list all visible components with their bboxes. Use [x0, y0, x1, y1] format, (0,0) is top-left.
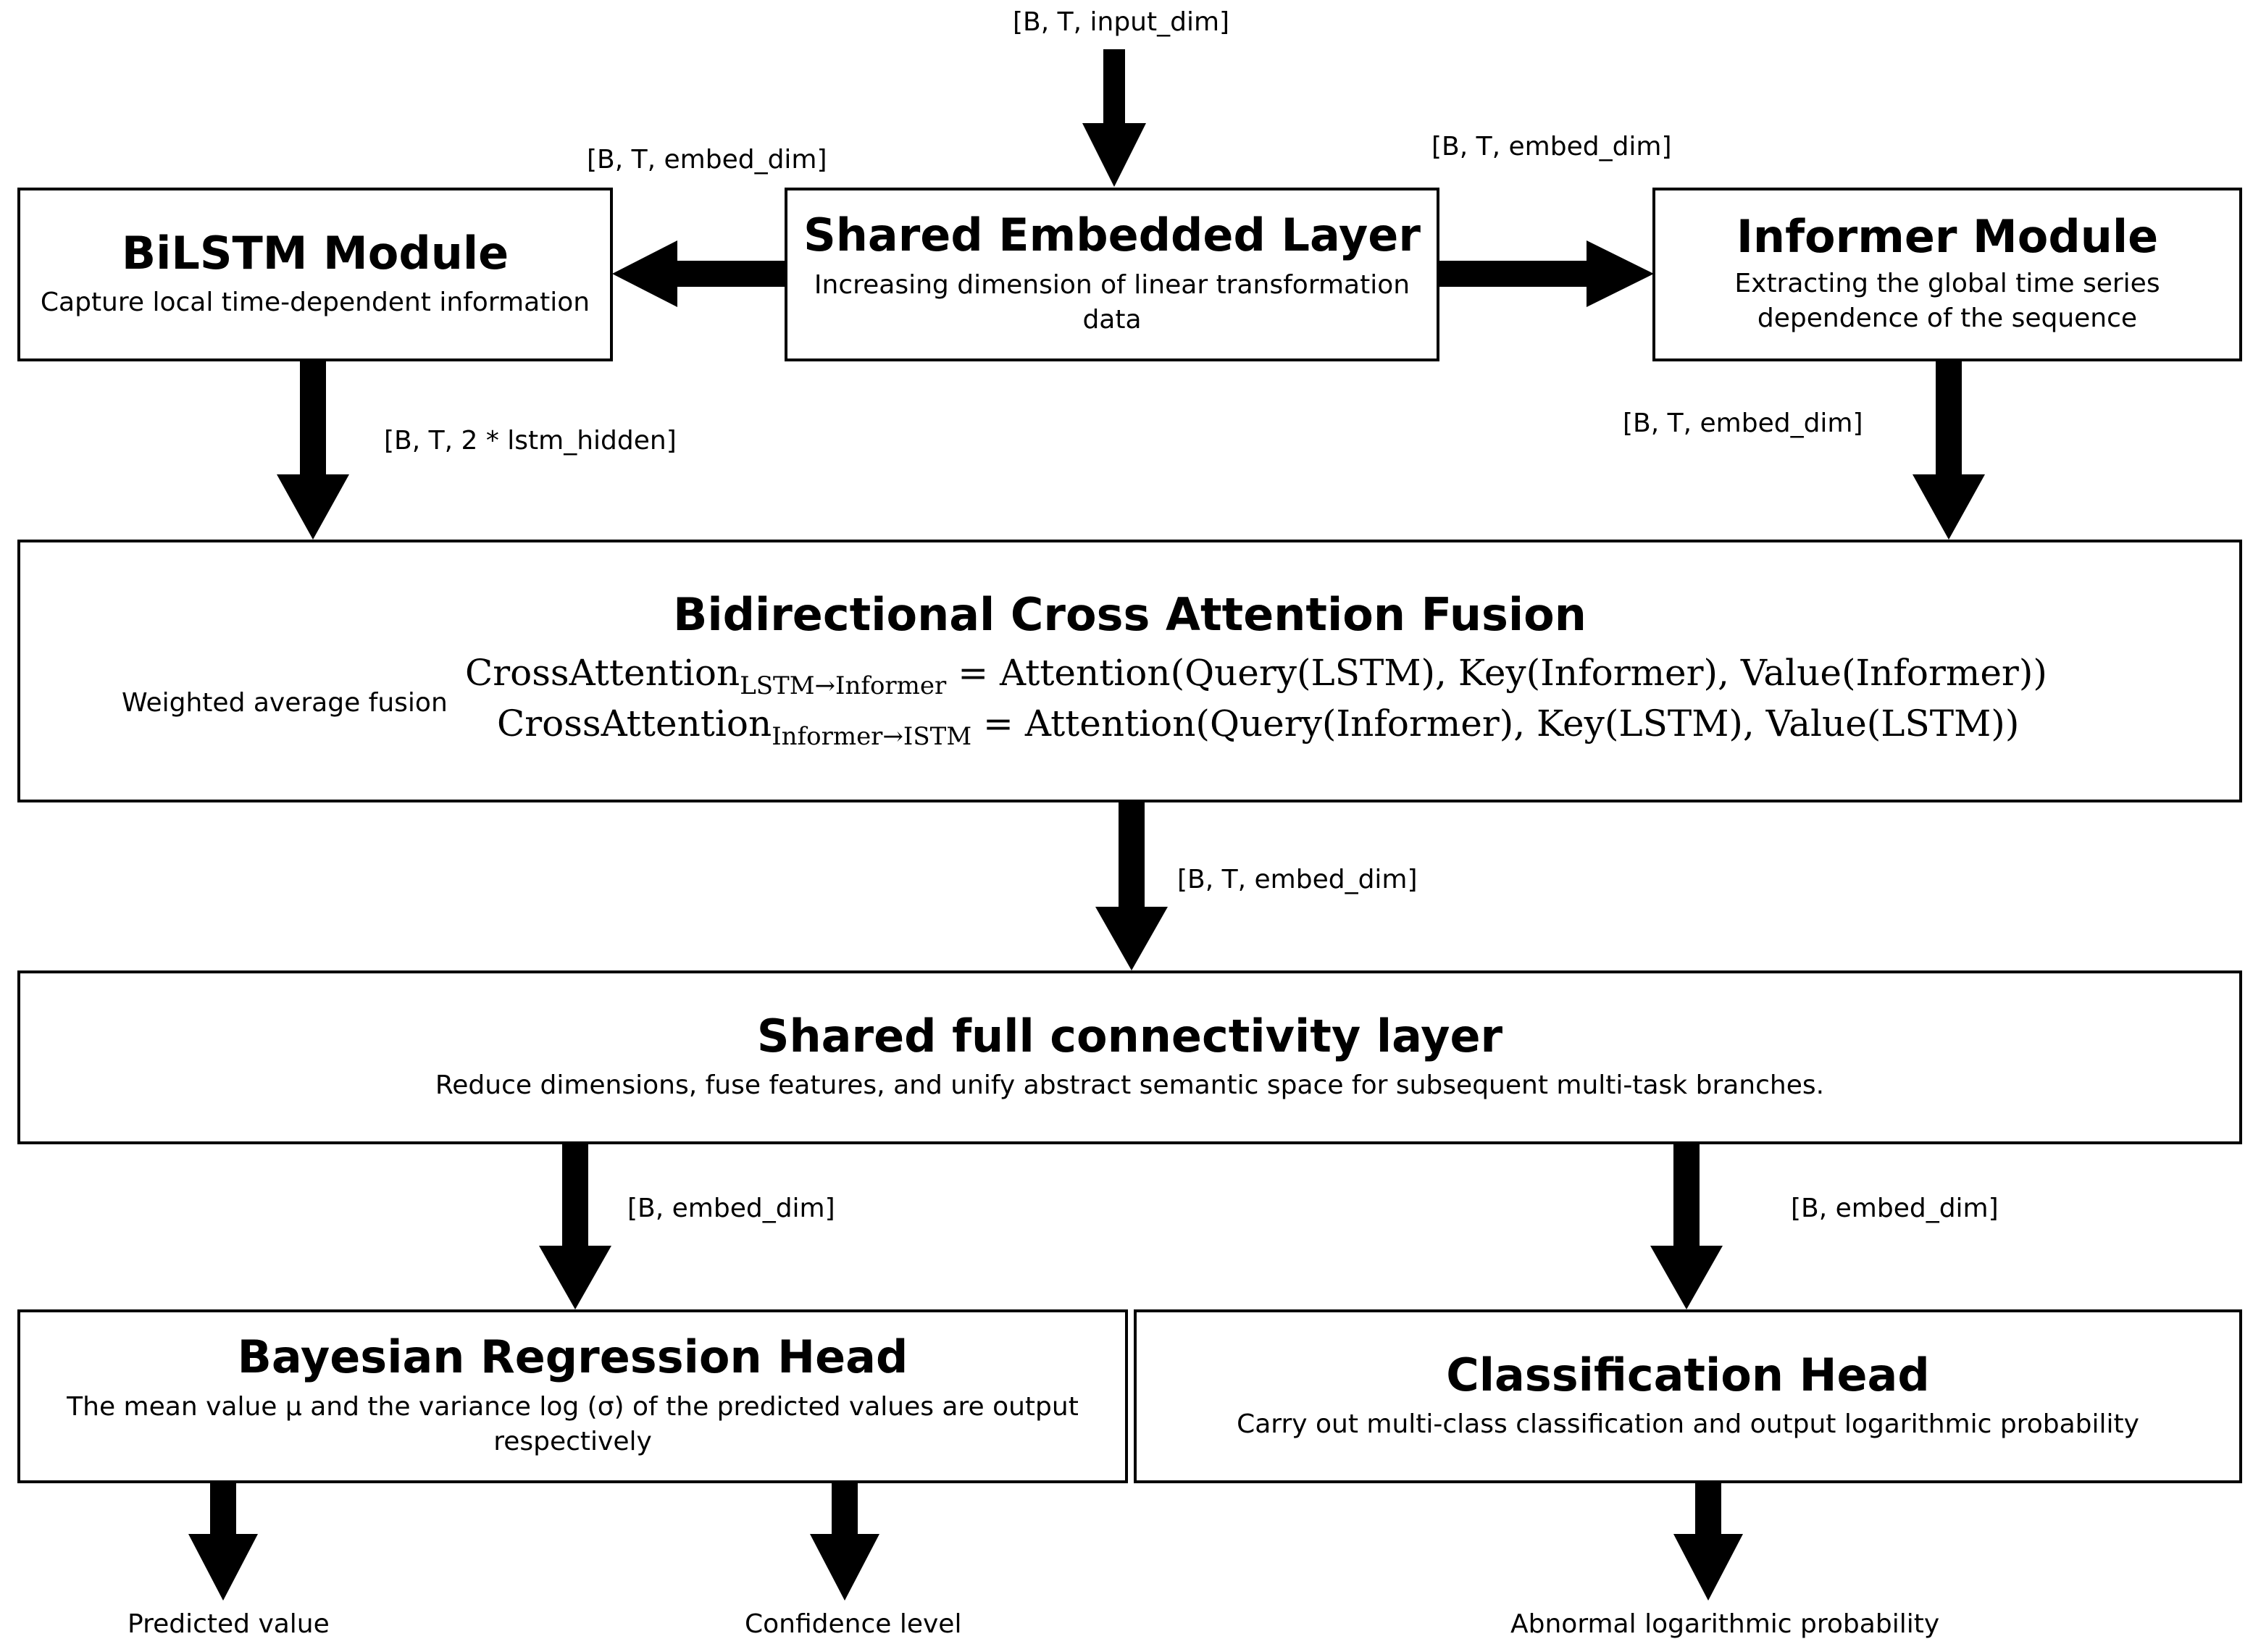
arrow-embedded-to-bilstm: [612, 240, 786, 307]
arrow-regression-to-confidence: [810, 1480, 879, 1601]
classification-head-title: Classification Head: [1446, 1348, 1930, 1401]
shared-fc-layer-subtitle: Reduce dimensions, fuse features, and un…: [435, 1070, 1825, 1100]
equation-lstm-to-informer: CrossAttentionLSTM→Informer = Attention(…: [465, 652, 2047, 700]
fc-to-classification-shape-label: [B, embed_dim]: [1791, 1194, 1999, 1223]
informer-module-title: Informer Module: [1736, 210, 2159, 264]
fusion-title: Bidirectional Cross Attention Fusion: [673, 588, 1587, 641]
arrow-embedded-to-informer: [1439, 240, 1654, 307]
bilstm-module-box: BiLSTM Module Capture local time-depende…: [17, 188, 613, 361]
arrow-classification-to-output: [1673, 1480, 1743, 1601]
regression-head-title: Bayesian Regression Head: [237, 1330, 908, 1384]
arrow-fusion-to-shared-fc: [1095, 801, 1168, 970]
fusion-box: Bidirectional Cross Attention Fusion: [17, 540, 2242, 802]
informer-output-shape-label: [B, T, embed_dim]: [1623, 408, 1863, 438]
fusion-side-label: Weighted average fusion: [122, 688, 448, 718]
bilstm-module-title: BiLSTM Module: [121, 226, 509, 280]
input-shape-label: [B, T, input_dim]: [1013, 7, 1230, 37]
shared-fc-layer-title: Shared full connectivity layer: [756, 1009, 1503, 1062]
regression-head-box: Bayesian Regression Head The mean value …: [17, 1309, 1128, 1483]
equation-2-rhs: = Attention(Query(Informer), Key(LSTM), …: [983, 703, 2020, 745]
abnormal-log-probability-label: Abnormal logarithmic probability: [1510, 1609, 1940, 1639]
fusion-output-shape-label: [B, T, embed_dim]: [1177, 865, 1418, 894]
embedded-to-informer-shape-label: [B, T, embed_dim]: [1431, 132, 1672, 162]
bilstm-module-subtitle: Capture local time-dependent information: [40, 287, 590, 317]
fc-to-regression-shape-label: [B, embed_dim]: [627, 1194, 835, 1223]
arrow-shared-fc-to-regression: [539, 1143, 611, 1309]
classification-head-box: Classification Head Carry out multi-clas…: [1134, 1309, 2242, 1483]
confidence-level-label: Confidence level: [745, 1609, 962, 1639]
arrow-regression-to-predicted: [188, 1480, 258, 1601]
regression-head-subtitle: The mean value μ and the variance log (σ…: [67, 1391, 1079, 1457]
shared-embedded-layer-subtitle: Increasing dimension of linear transform…: [814, 269, 1410, 335]
arrow-informer-to-fusion: [1913, 359, 1985, 540]
shared-embedded-layer-title: Shared Embedded Layer: [803, 209, 1421, 262]
equation-1-subscript: LSTM→Informer: [740, 671, 947, 700]
equation-informer-to-lstm: CrossAttentionInformer→ISTM = Attention(…: [497, 703, 2019, 751]
equation-2-subscript: Informer→ISTM: [772, 722, 972, 751]
informer-module-subtitle: Extracting the global time series depend…: [1734, 268, 2160, 334]
equation-1-lhs: CrossAttention: [465, 652, 740, 694]
bilstm-output-shape-label: [B, T, 2 * lstm_hidden]: [384, 426, 677, 456]
shared-embedded-layer-box: Shared Embedded Layer Increasing dimensi…: [785, 188, 1439, 361]
arrow-bilstm-to-fusion: [277, 359, 349, 540]
shared-fc-layer-box: Shared full connectivity layer Reduce di…: [17, 970, 2242, 1144]
informer-module-box: Informer Module Extracting the global ti…: [1652, 188, 2242, 361]
embedded-to-bilstm-shape-label: [B, T, embed_dim]: [587, 145, 827, 175]
arrow-shared-fc-to-classification: [1650, 1143, 1723, 1309]
classification-head-subtitle: Carry out multi-class classification and…: [1237, 1409, 2139, 1439]
arrow-input-to-embedded: [1082, 49, 1146, 187]
equation-1-rhs: = Attention(Query(LSTM), Key(Informer), …: [958, 652, 2047, 694]
predicted-value-label: Predicted value: [128, 1609, 330, 1639]
equation-2-lhs: CrossAttention: [497, 703, 772, 745]
